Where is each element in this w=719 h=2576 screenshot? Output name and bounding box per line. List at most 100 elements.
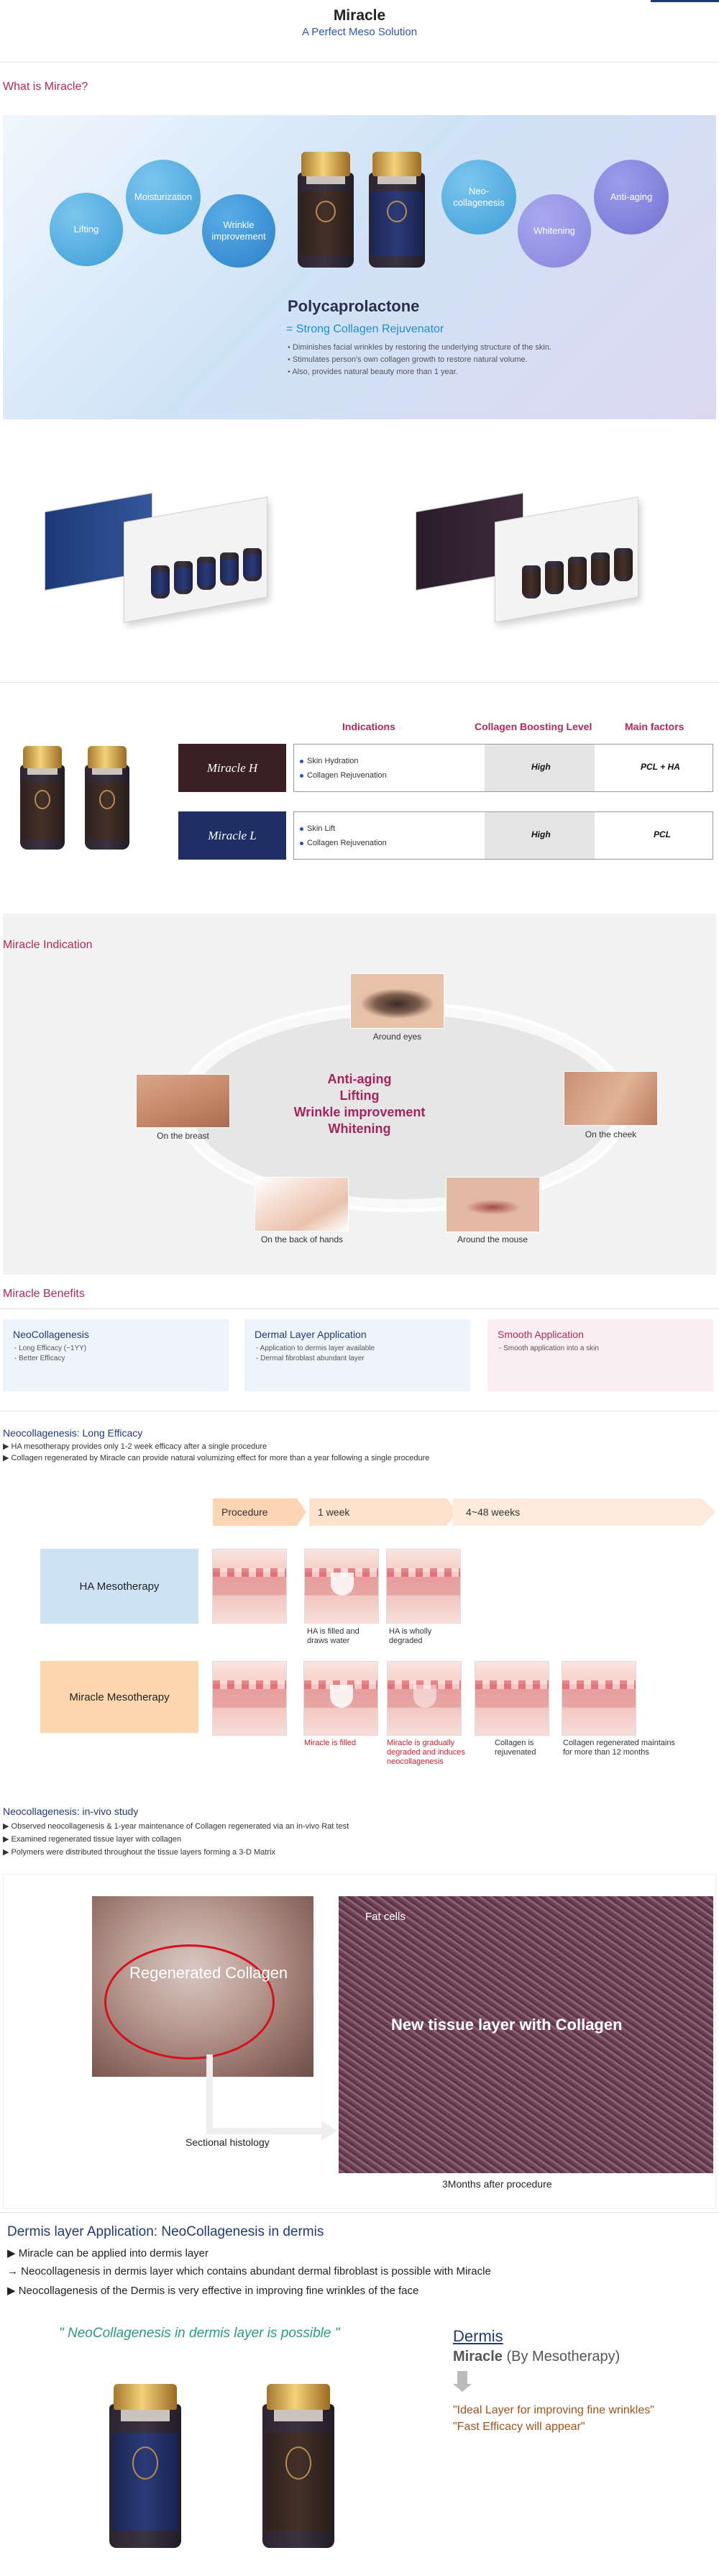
caption-around-the-mouse: Around the mouse bbox=[457, 1234, 528, 1244]
product-box-h-image bbox=[416, 481, 646, 624]
indication-title: Miracle Indication bbox=[3, 939, 93, 951]
skin-diagram bbox=[304, 1549, 379, 1624]
benefit-card-dermal: Dermal Layer Application - Application t… bbox=[244, 1319, 470, 1391]
dermis-quote: " NeoCollagenesis in dermis layer is pos… bbox=[59, 2326, 340, 2341]
miracle-step-text: Collagen regenerated maintains for more … bbox=[563, 1739, 675, 1757]
page-title: Miracle bbox=[333, 7, 386, 24]
eye-photo bbox=[350, 973, 444, 1029]
efficacy-bullet: ▶ HA mesotherapy provides only 1-2 week … bbox=[3, 1442, 267, 1451]
bubble-anti-aging: Anti-aging bbox=[594, 160, 669, 235]
arrow-connector bbox=[206, 2128, 325, 2134]
list-item: Stimulates person's own collagen growth … bbox=[288, 354, 551, 366]
cheek-photo bbox=[564, 1071, 658, 1126]
vial-image bbox=[20, 746, 65, 850]
bubble-wrinkle: Wrinkle improvement bbox=[202, 194, 275, 268]
divider bbox=[0, 682, 719, 683]
dermis-subtitle: Miracle (By Mesotherapy) bbox=[453, 2349, 620, 2365]
table-row: Skin Hydration Collagen Rejuvenation Hig… bbox=[293, 744, 713, 792]
indication-item: Skin Hydration bbox=[307, 757, 359, 765]
skin-diagram bbox=[212, 1661, 287, 1736]
skin-diagram bbox=[386, 1549, 461, 1624]
ha-step-text: HA is wholly degraded bbox=[389, 1627, 432, 1645]
table-row: Skin Lift Collagen Rejuvenation High PCL bbox=[293, 811, 713, 860]
dermis-link[interactable]: Dermis bbox=[453, 2327, 503, 2345]
regenerated-collagen-label: Regenerated Collagen bbox=[129, 1964, 288, 1982]
pcl-subtitle: = Strong Collagen Rejuvenator bbox=[286, 323, 444, 335]
week1-step: 1 week bbox=[309, 1498, 457, 1526]
miracle-mesotherapy-label: Miracle Mesotherapy bbox=[40, 1661, 198, 1733]
dermis-note: "Ideal Layer for improving fine wrinkles… bbox=[453, 2404, 654, 2416]
divider bbox=[0, 2212, 719, 2213]
weeks-step: 4~48 weeks bbox=[453, 1498, 715, 1526]
miracle-step-text: Collagen is rejuvenated bbox=[495, 1739, 536, 1757]
main-factors-header: Main factors bbox=[625, 721, 684, 732]
caption-around-eyes: Around eyes bbox=[372, 1032, 422, 1042]
page-subtitle: A Perfect Meso Solution bbox=[301, 26, 418, 38]
efficacy-bullet: ▶ Collagen regenerated by Miracle can pr… bbox=[3, 1454, 430, 1462]
invivo-bullet: ▶ Examined regenerated tissue layer with… bbox=[3, 1835, 182, 1844]
what-is-title: What is Miracle? bbox=[3, 81, 88, 93]
arrow-connector bbox=[206, 2054, 213, 2134]
indication-item: Skin Lift bbox=[307, 824, 336, 833]
dermis-title: Dermis layer Application: NeoCollagenesi… bbox=[7, 2224, 324, 2239]
highlight-ring bbox=[104, 1944, 275, 2060]
dermis-subtitle-rest: (By Mesotherapy) bbox=[502, 2349, 620, 2365]
miracle-step-text: Miracle is filled bbox=[304, 1739, 357, 1747]
vial-image bbox=[109, 2384, 181, 2548]
invivo-panel bbox=[3, 1874, 716, 2209]
pcl-title: Polycaprolactone bbox=[288, 297, 420, 315]
bubble-whitening: Whitening bbox=[518, 194, 591, 268]
list-item: Diminishes facial wrinkles by restoring … bbox=[288, 342, 551, 354]
miracle-step-text: Miracle is gradually degraded and induce… bbox=[387, 1739, 465, 1766]
benefit-card-neocollagenesis: NeoCollagenesis - Long Efficacy (~1YY) -… bbox=[3, 1319, 229, 1391]
main-factor: PCL bbox=[654, 829, 671, 839]
benefit-lines: - Application to dermis layer available … bbox=[256, 1344, 375, 1362]
indication-anti-aging: Anti-aging bbox=[327, 1072, 392, 1086]
benefit-title: Smooth Application bbox=[498, 1329, 584, 1340]
pcl-points: Diminishes facial wrinkles by restoring … bbox=[288, 342, 551, 378]
vial-image bbox=[369, 151, 425, 268]
skin-diagram bbox=[387, 1661, 462, 1736]
benefit-title: NeoCollagenesis bbox=[13, 1329, 89, 1340]
ha-step-text: HA is filled and draws water bbox=[307, 1627, 360, 1645]
new-tissue-label: New tissue layer with Collagen bbox=[391, 2016, 623, 2034]
indication-wrinkle: Wrinkle improvement bbox=[293, 1105, 426, 1119]
collagen-level: High bbox=[531, 762, 551, 772]
bubble-neocollagenesis: Neo-collagenesis bbox=[441, 160, 516, 235]
indication-lifting: Lifting bbox=[339, 1088, 380, 1103]
benefits-title: Miracle Benefits bbox=[3, 1288, 85, 1300]
bubble-moisturization: Moisturization bbox=[126, 160, 201, 235]
caption-back-of-hands: On the back of hands bbox=[260, 1234, 344, 1244]
skin-diagram bbox=[212, 1549, 287, 1624]
product-label-miracle-l: Miracle L bbox=[178, 811, 286, 860]
collagen-level-header: Collagen Boosting Level bbox=[475, 721, 592, 732]
dermis-note: "Fast Efficacy will appear" bbox=[453, 2421, 585, 2433]
top-accent-bar bbox=[651, 0, 719, 2]
invivo-bullet: ▶ Polymers were distributed throughout t… bbox=[3, 1848, 275, 1857]
caption-on-the-breast: On the breast bbox=[157, 1131, 209, 1141]
caption-on-the-cheek: On the cheek bbox=[585, 1129, 637, 1139]
breast-photo bbox=[136, 1074, 230, 1128]
benefit-lines: - Smooth application into a skin bbox=[499, 1344, 599, 1352]
vial-image bbox=[298, 151, 354, 268]
dermis-subtitle-strong: Miracle bbox=[453, 2349, 503, 2365]
skin-diagram bbox=[562, 1661, 636, 1736]
collagen-level: High bbox=[531, 829, 551, 839]
sectional-histology-label: Sectional histology bbox=[186, 2136, 270, 2148]
vial-image bbox=[85, 746, 129, 850]
indication-item: Collagen Rejuvenation bbox=[307, 771, 387, 780]
histology-image bbox=[339, 1896, 713, 2173]
bubble-lifting: Lifting bbox=[50, 193, 123, 266]
divider bbox=[0, 62, 719, 63]
arrow-head bbox=[321, 2121, 337, 2141]
mouth-photo bbox=[446, 1177, 540, 1232]
product-box-l-image bbox=[45, 481, 275, 624]
skin-diagram bbox=[303, 1661, 378, 1736]
down-arrow-icon bbox=[453, 2371, 472, 2392]
efficacy-title: Neocollagenesis: Long Efficacy bbox=[3, 1427, 143, 1439]
list-item: Also, provides natural beauty more than … bbox=[288, 366, 551, 378]
fat-cells-label: Fat cells bbox=[365, 1911, 406, 1923]
main-factor: PCL + HA bbox=[641, 762, 680, 772]
benefit-lines: - Long Efficacy (~1YY) - Better Efficacy bbox=[14, 1344, 87, 1362]
